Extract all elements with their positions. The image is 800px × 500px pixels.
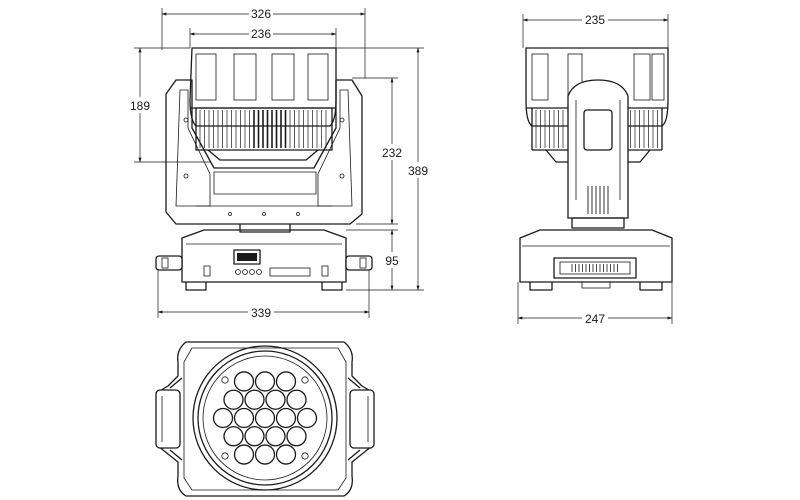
led-lens [296, 407, 318, 429]
lens-array [212, 371, 318, 465]
led-lens [223, 389, 244, 410]
led-lens [254, 407, 276, 429]
led-lens [275, 371, 297, 392]
led-lens [286, 426, 307, 447]
front-yoke [165, 79, 363, 233]
lens-view [155, 341, 375, 497]
dim-front-arm-height: 232 [382, 146, 402, 160]
dim-front-head-width: 236 [251, 27, 271, 41]
dim-side-head-width: 235 [585, 13, 605, 27]
led-lens [244, 389, 265, 410]
led-lens [286, 389, 307, 410]
led-lens [233, 371, 255, 392]
led-lens [275, 444, 297, 465]
front-dimensions: 326 236 189 232 389 95 [126, 5, 432, 320]
dim-total-height: 389 [408, 164, 428, 178]
dim-base-width: 339 [251, 306, 271, 320]
front-base [155, 229, 373, 291]
led-lens [265, 389, 286, 410]
dim-front-top-width: 326 [251, 7, 271, 21]
led-lens [212, 407, 234, 429]
led-lens [254, 371, 276, 392]
side-view: 235 247 [517, 11, 673, 326]
led-lens [275, 407, 297, 429]
front-head [189, 47, 337, 161]
led-lens [244, 426, 265, 447]
led-lens [265, 426, 286, 447]
dim-side-base-width: 247 [585, 312, 605, 326]
led-lens [223, 426, 244, 447]
side-arm [567, 79, 629, 229]
front-view: 326 236 189 232 389 95 [126, 5, 432, 320]
led-lens [233, 407, 255, 429]
side-base [519, 229, 673, 291]
dim-front-head-height: 189 [130, 99, 150, 113]
led-lens [254, 444, 276, 465]
side-dimensions: 235 247 [517, 11, 673, 326]
dim-base-height: 95 [385, 254, 399, 268]
led-lens [233, 444, 255, 465]
